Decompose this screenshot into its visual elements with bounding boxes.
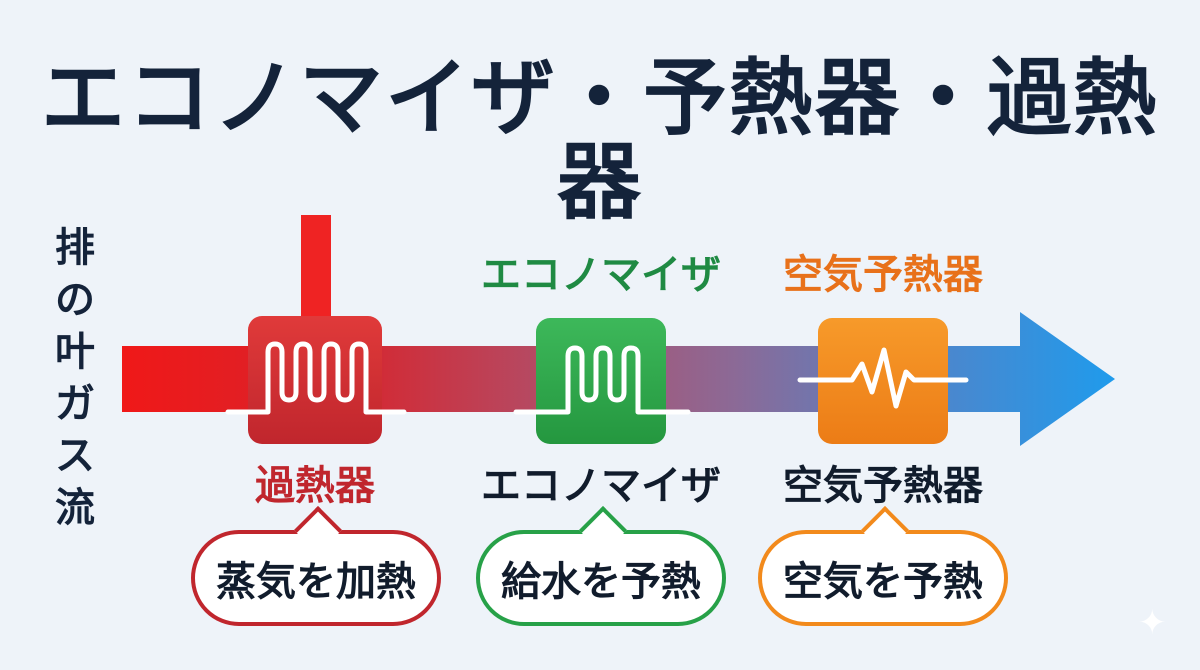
flow-direction-label: 排 の 叶 ガ ス 流 [50,222,100,534]
side-label-char: ス [55,433,95,479]
air-preheater-label: 空気予熱器 [783,463,983,509]
economizer-top-label: エコノマイザ [481,252,721,298]
economizer-callout: 給水を予熱 [476,505,726,626]
superheater-steam-pipe [301,215,331,325]
superheater-label: 過熱器 [255,463,375,509]
superheater-unit [225,316,407,444]
economizer-unit [513,318,691,444]
side-label-char: 排 [55,225,95,271]
air-preheater-wave-icon [797,347,969,409]
economizer-callout-text: 給水を予熱 [501,559,701,605]
side-label-char: の [55,277,95,323]
superheater-callout-text: 蒸気を加熱 [216,559,416,605]
air-preheater-top-label: 空気予熱器 [783,252,983,298]
side-label-char: 叶 [55,329,95,375]
side-label-char: ガ [55,381,95,427]
air-preheater-unit [797,318,969,444]
air-preheater-callout-text: 空気を予熱 [783,559,983,605]
sparkle-icon: ✦ [1138,603,1167,643]
page-title: エコノマイザ・予熱器・過熱器 [40,49,1159,231]
air-preheater-callout: 空気を予熱 [758,505,1008,626]
economizer-coil-icon [513,345,691,415]
superheater-callout: 蒸気を加熱 [191,505,441,626]
side-label-char: 流 [55,485,95,531]
superheater-coil-icon [225,341,407,415]
economizer-label: エコノマイザ [481,463,721,509]
